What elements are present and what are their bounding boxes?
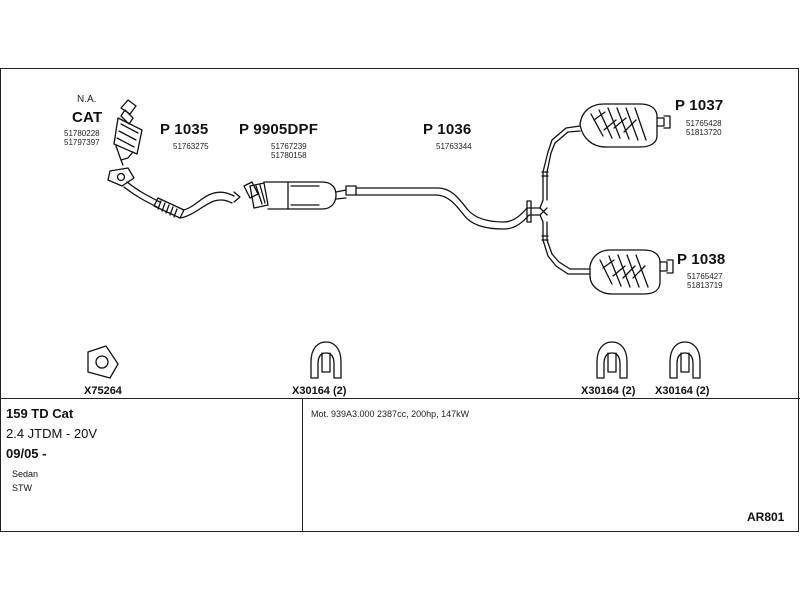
vertical-divider <box>302 398 303 532</box>
vehicle-engine: 2.4 JTDM - 20V <box>6 426 98 441</box>
gasket-label: X75264 <box>84 385 122 397</box>
horizontal-divider <box>0 398 800 399</box>
vehicle-model: 159 TD Cat <box>6 406 74 421</box>
dpf-number-1: 51767239 <box>271 142 307 151</box>
upper-rear-silencer-part[interactable] <box>542 103 671 173</box>
body-type-stw: STW <box>12 483 32 493</box>
gasket-icon[interactable] <box>87 345 119 379</box>
upper-silencer-number-2: 51813720 <box>686 128 722 137</box>
vehicle-date: 09/05 - <box>6 446 47 461</box>
intermediate-pipe-label: P 1036 <box>423 121 472 138</box>
cat-label: CAT <box>72 109 103 126</box>
upper-silencer-label: P 1037 <box>675 97 724 114</box>
lower-silencer-number-1: 51765427 <box>687 272 723 281</box>
diagram-frame <box>0 68 799 532</box>
front-pipe-number: 51763275 <box>173 142 209 151</box>
lower-silencer-label: P 1038 <box>677 251 726 268</box>
catalytic-converter-part[interactable] <box>113 99 143 166</box>
catalog-code: AR801 <box>747 510 785 524</box>
dpf-number-2: 51780158 <box>271 151 307 160</box>
intermediate-pipe-part[interactable] <box>345 185 541 230</box>
mount-label-1: X30164 (2) <box>292 385 347 397</box>
dpf-label: P 9905DPF <box>239 121 319 138</box>
y-split-pipe <box>539 171 549 241</box>
rubber-mount-icon[interactable] <box>596 341 628 379</box>
motor-note: Mot. 939A3.000 2387cc, 200hp, 147kW <box>311 409 470 419</box>
rubber-mount-icon[interactable] <box>669 341 701 379</box>
body-type-sedan: Sedan <box>12 469 39 479</box>
intermediate-pipe-number: 51763344 <box>436 142 472 151</box>
front-pipe-label: P 1035 <box>160 121 209 138</box>
cat-prefix-label: N.A. <box>77 94 97 105</box>
front-pipe-part[interactable] <box>123 181 241 219</box>
mount-label-3: X30164 (2) <box>655 385 710 397</box>
mount-label-2: X30164 (2) <box>581 385 636 397</box>
upper-silencer-number-1: 51765428 <box>686 119 722 128</box>
cat-part-number-2: 51797397 <box>64 138 100 147</box>
cat-part-number-1: 51780228 <box>64 129 100 138</box>
diesel-particulate-filter-part[interactable] <box>243 181 347 210</box>
lower-silencer-number-2: 51813719 <box>687 281 723 290</box>
rubber-mount-icon[interactable] <box>310 341 342 379</box>
cat-outlet-flange <box>107 167 135 187</box>
lower-rear-silencer-part[interactable] <box>542 239 674 295</box>
